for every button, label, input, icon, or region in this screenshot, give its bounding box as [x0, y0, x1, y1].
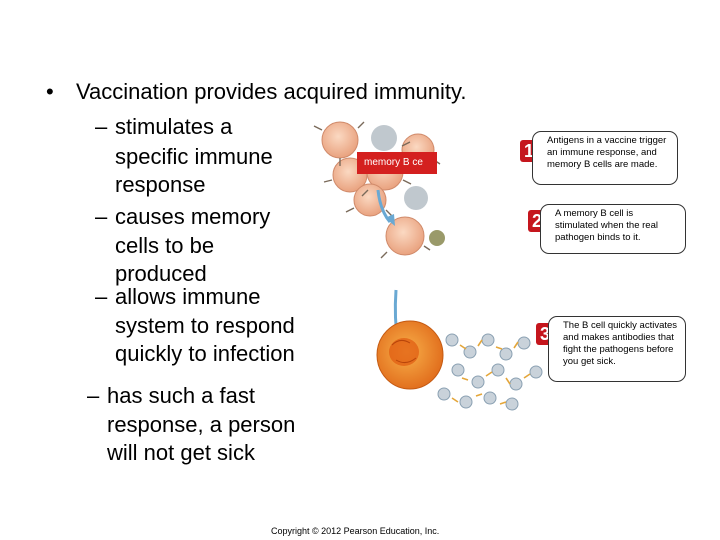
step-3-callout: The B cell quickly activates and makes a…	[548, 316, 686, 382]
bullet-dot: •	[46, 79, 54, 104]
flow-arrows	[376, 189, 400, 345]
sub-bullet-line: allows immune	[115, 284, 261, 309]
sub-bullet-line: produced	[115, 261, 207, 286]
dash: –	[95, 284, 108, 309]
dash: –	[87, 383, 100, 408]
antibodies	[451, 339, 531, 405]
sub-bullet-line: has such a fast	[107, 383, 255, 408]
sub-bullet-line: stimulates a	[115, 114, 233, 139]
pathogens-antibodies	[437, 333, 543, 411]
sub-bullet-line: response	[115, 172, 206, 197]
step-1-callout: Antigens in a vaccine trigger an immune …	[532, 131, 678, 185]
sub-bullet-line: specific immune	[115, 144, 273, 169]
dash: –	[95, 114, 108, 139]
sub-bullet-line: quickly to infection	[115, 341, 295, 366]
step-2-callout: A memory B cell is stimulated when the r…	[540, 204, 686, 254]
sub-bullet-line: cells to be	[115, 233, 215, 258]
memory-b-cell-tag: memory B ce	[357, 152, 437, 174]
sub-bullet-line: will not get sick	[107, 440, 255, 465]
copyright: Copyright © 2012 Pearson Education, Inc.	[271, 526, 440, 536]
dash: –	[95, 204, 108, 229]
main-bullet-text: Vaccination provides acquired immunity.	[76, 79, 467, 104]
plasma-cell	[376, 320, 444, 390]
sub-bullet-line: response, a person	[107, 412, 296, 437]
sub-bullet-line: system to respond	[115, 313, 295, 338]
sub-bullet-line: causes memory	[115, 204, 271, 229]
